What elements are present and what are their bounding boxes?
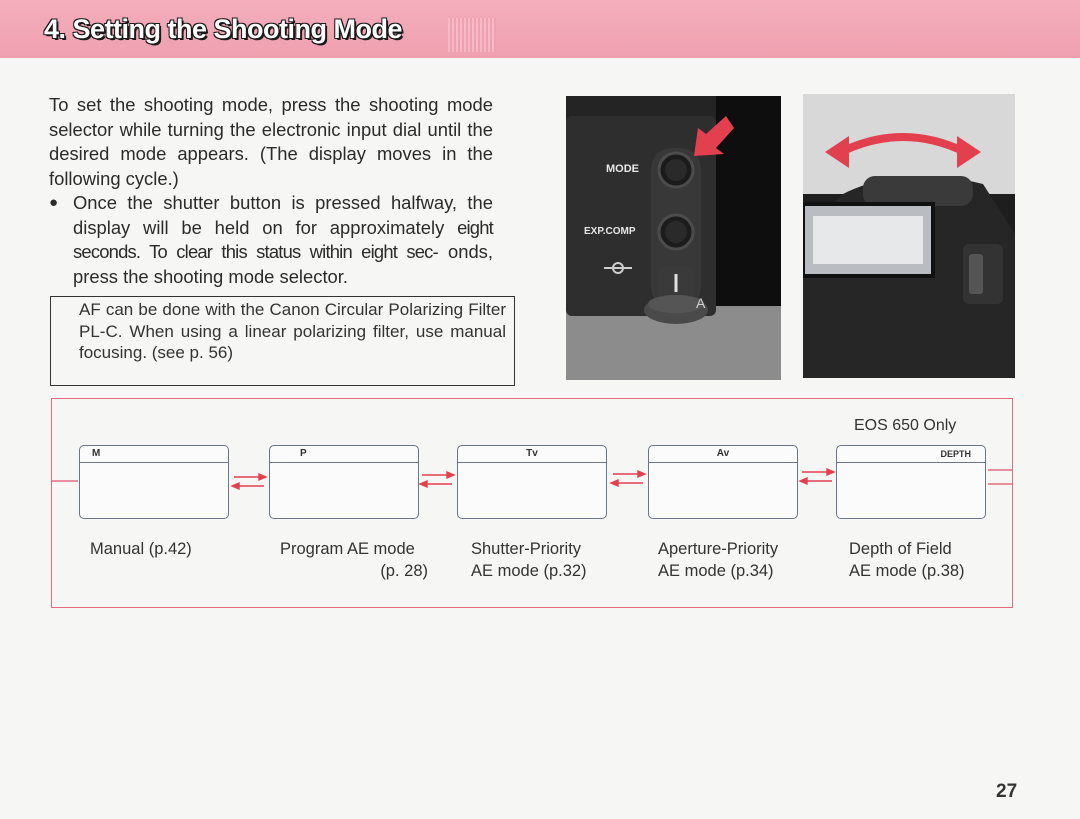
eos-650-note: EOS 650 Only	[854, 417, 957, 434]
mode-caption-depth: Depth of Field AE mode (p.38)	[849, 538, 965, 582]
mode-display-label: P	[270, 446, 418, 463]
caption-line: AE mode (p.32)	[471, 562, 587, 580]
bullet-item: ● Once the shutter button is pressed hal…	[49, 191, 494, 289]
mode-display-label: DEPTH	[837, 446, 985, 463]
caption-line: AE mode (p.38)	[849, 562, 965, 580]
mode-display-shutter-priority: Tv	[457, 445, 607, 519]
caption-line: Depth of Field	[849, 540, 952, 558]
bullet-dot-icon: ●	[49, 194, 59, 211]
mode-display-depth: DEPTH	[836, 445, 986, 519]
mode-button-photo: MODE EXP.COMP A	[566, 96, 781, 380]
rotate-left-arrow-icon	[825, 136, 849, 168]
mode-caption-manual: Manual (p.42)	[90, 538, 192, 560]
caption-line: Aperture-Priority	[658, 540, 779, 558]
caption-line: Shutter-Priority	[471, 540, 582, 558]
mode-caption-program: Program AE mode (p. 28)	[280, 538, 428, 582]
mode-display-label: M	[80, 446, 228, 463]
mode-display-aperture-priority: Av	[648, 445, 798, 519]
bullet-text-2: eight seconds. To clear this status with…	[73, 216, 494, 263]
mode-display-label: Tv	[458, 446, 606, 463]
bullet-text-3: onds, press the shooting mode selector.	[73, 241, 493, 287]
mode-display-program: P	[269, 445, 419, 519]
camera-dial-illustration	[803, 94, 1015, 378]
page-number: 27	[996, 781, 1018, 802]
mode-display-label: Av	[649, 446, 797, 463]
mode-caption-aperture-priority: Aperture-Priority AE mode (p.34)	[658, 538, 778, 582]
camera-mode-button-illustration: MODE EXP.COMP A	[566, 96, 781, 380]
header-texture	[448, 18, 496, 52]
mode-cycle-frame	[51, 398, 1013, 608]
pointer-arrow-icon	[694, 116, 734, 156]
body-text: To set the shooting mode, press the shoo…	[49, 93, 494, 289]
caption-line: Program AE mode	[280, 540, 415, 558]
bullet-text-1: Once the shutter button is pressed halfw…	[73, 192, 493, 238]
mode-label: MODE	[606, 163, 639, 175]
mode-caption-shutter-priority: Shutter-Priority AE mode (p.32)	[471, 538, 587, 582]
intro-paragraph: To set the shooting mode, press the shoo…	[49, 94, 493, 189]
input-dial-photo	[803, 94, 1015, 378]
note-text: AF can be done with the Canon Circular P…	[79, 300, 506, 362]
caption-line: Manual (p.42)	[90, 540, 192, 558]
rotate-right-arrow-icon	[957, 136, 981, 168]
caption-line: (p. 28)	[380, 562, 428, 580]
caption-line: AE mode (p.34)	[658, 562, 774, 580]
note-box: AF can be done with the Canon Circular P…	[50, 296, 515, 386]
header-band	[0, 0, 1080, 58]
page-title: 4. Setting the Shooting Mode	[44, 14, 402, 44]
cycle-arrow-icons	[230, 467, 836, 491]
dial-label: A	[696, 295, 706, 311]
mode-display-manual: M	[79, 445, 229, 519]
exp-comp-label: EXP.COMP	[584, 226, 636, 237]
